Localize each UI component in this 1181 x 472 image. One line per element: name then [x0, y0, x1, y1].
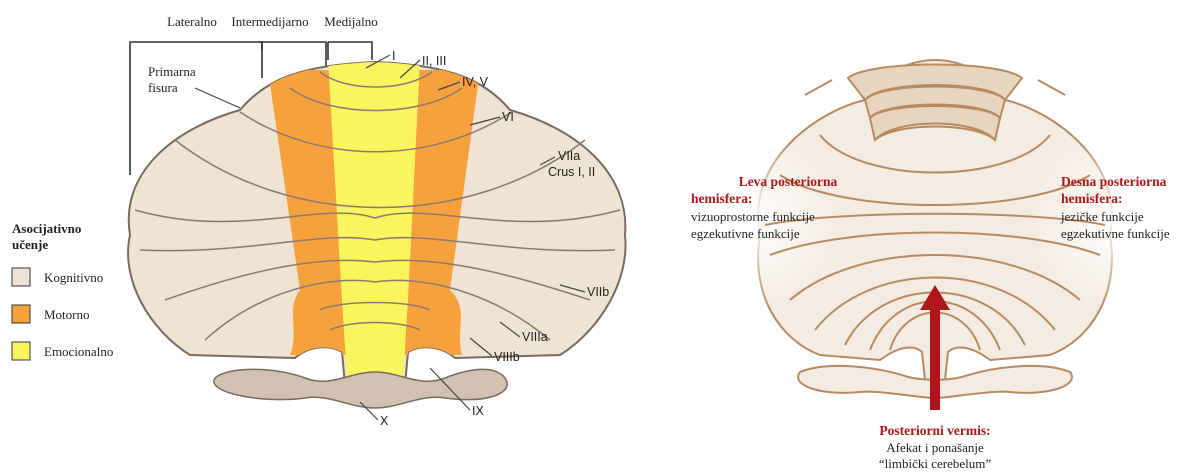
left-hemisphere-function-1: vizuoprostorne funkcije: [691, 209, 815, 224]
label-lobule-II-III: II, III: [422, 54, 446, 68]
left-hemisphere-title-line1: Leva posteriorna: [739, 174, 838, 189]
legend-title-line1: Asocijativno: [12, 221, 81, 236]
header-intermediate: Intermedijarno: [231, 14, 308, 29]
primary-fissure-line2: fisura: [148, 80, 178, 95]
label-lobule-IX: IX: [472, 404, 484, 418]
right-hemisphere-function-1: jezičke funkcije: [1060, 209, 1144, 224]
vermis-function-2: “limbički cerebelum”: [879, 456, 991, 471]
label-lobule-VIIa: VIIa: [558, 149, 580, 163]
label-lobule-X: X: [380, 414, 389, 428]
intermediate-bracket: [258, 42, 326, 70]
label-lobule-IV-V: IV, V: [462, 75, 489, 89]
label-lobule-VI: VI: [502, 110, 514, 124]
legend-swatch-cognitive: [12, 268, 30, 286]
legend: Asocijativno učenje Kognitivno Motorno E…: [12, 221, 113, 360]
right-hemisphere-function-2: egzekutivne funkcije: [1061, 226, 1170, 241]
legend-label-motor: Motorno: [44, 307, 90, 322]
legend-title-line2: učenje: [12, 237, 48, 252]
legend-label-emotional: Emocionalno: [44, 344, 113, 359]
vermis-title: Posteriorni vermis:: [879, 423, 990, 438]
left-hemisphere-function-2: egzekutivne funkcije: [691, 226, 800, 241]
primary-fissure-line1: Primarna: [148, 64, 196, 79]
legend-label-cognitive: Kognitivno: [44, 270, 103, 285]
medial-bracket: [328, 42, 372, 60]
label-lobule-VIIIb: VIIIb: [494, 350, 520, 364]
label-lobule-VIIIa: VIIIa: [522, 330, 548, 344]
header-medial: Medijalno: [324, 14, 377, 29]
left-cerebellum-diagram: Lateralno Intermedijarno Medijalno: [12, 14, 626, 428]
legend-swatch-emotional: [12, 342, 30, 360]
left-hemisphere-title-line2: hemisfera:: [691, 191, 752, 206]
right-cerebellum-diagram: Leva posteriorna hemisfera: vizuoprostor…: [650, 60, 1181, 471]
label-crus: Crus I, II: [548, 165, 595, 179]
vermis-function-1: Afekat i ponašanje: [886, 440, 984, 455]
label-lobule-VIIb: VIIb: [587, 285, 609, 299]
legend-swatch-motor: [12, 305, 30, 323]
label-lobule-I: I: [392, 49, 395, 63]
right-hemisphere-title-line1: Desna posteriorna: [1061, 174, 1167, 189]
header-lateral: Lateralno: [167, 14, 217, 29]
right-hemisphere-title-line2: hemisfera:: [1061, 191, 1122, 206]
